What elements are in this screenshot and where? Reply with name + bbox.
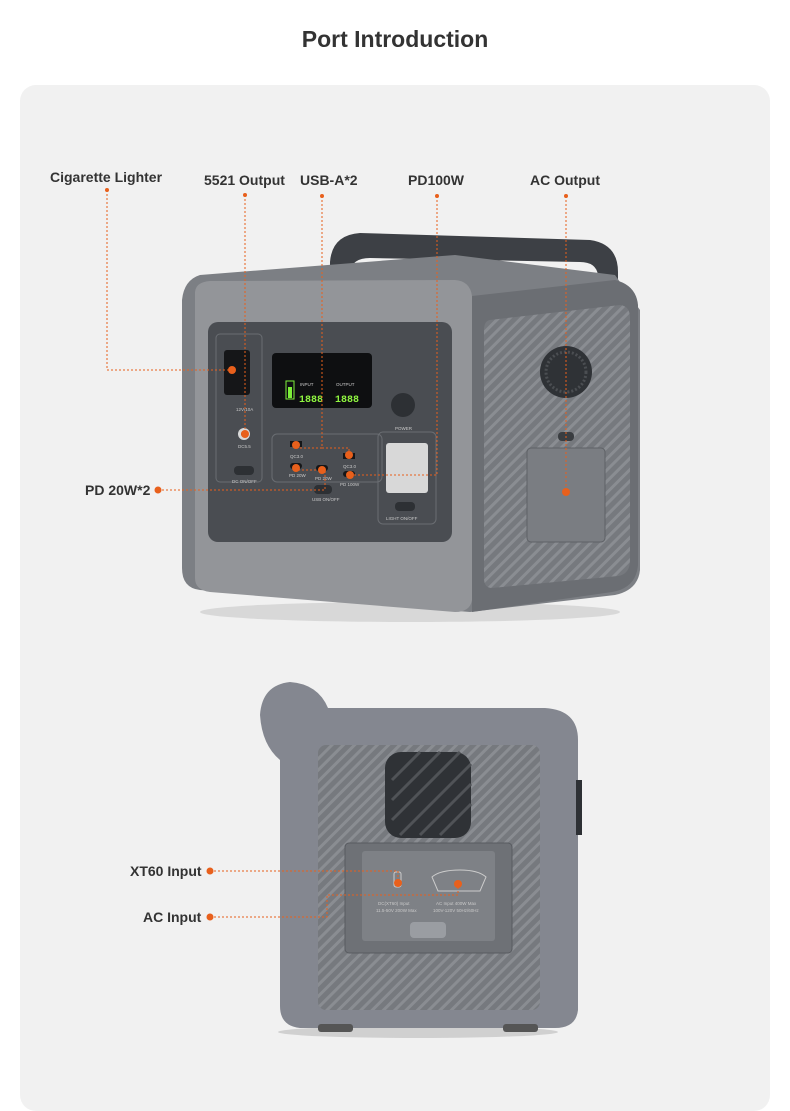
qc-label-1: QC3.0 xyxy=(290,454,304,459)
power-label: POWER xyxy=(395,426,413,431)
label-pd100w: PD100W xyxy=(408,172,465,188)
label-ac-input: AC Input xyxy=(143,909,202,925)
label-5521-output: 5521 Output xyxy=(204,172,285,188)
qc-label-2: QC3.0 xyxy=(343,464,357,469)
light-switch-label: LIGHT ON/OFF xyxy=(386,516,418,521)
ac-spec-2: 100V-120V 50Hz/60Hz xyxy=(433,908,480,913)
power-button xyxy=(391,393,415,417)
xt60-spec-1: DC(XT60) Input xyxy=(378,901,410,906)
label-pd20w: PD 20W*2 xyxy=(85,482,151,498)
dc-label: DC5.5 xyxy=(238,444,251,449)
lcd-output-digits: 1888 xyxy=(335,395,359,406)
marker-dots xyxy=(105,188,570,921)
led-light xyxy=(386,443,428,493)
pd100-label: PD 100W xyxy=(340,482,360,487)
usb-switch-label: USB ON/OFF xyxy=(312,497,340,502)
cig-label: 12V/10A xyxy=(236,407,253,412)
lcd-output-label: OUTPUT xyxy=(336,382,355,387)
side-vent xyxy=(484,305,630,588)
label-ac-output: AC Output xyxy=(530,172,600,188)
lcd-input-label: INPUT xyxy=(300,382,314,387)
handle xyxy=(330,233,618,300)
pd20-label-1: PD 20W xyxy=(289,473,307,478)
label-cigarette-lighter: Cigarette Lighter xyxy=(50,169,163,185)
label-xt60-input: XT60 Input xyxy=(130,863,202,879)
power-station-side: DC(XT60) Input 11.5-50V 200W Max AC Inpu… xyxy=(260,682,582,1038)
xt60-spec-2: 11.5-50V 200W Max xyxy=(376,908,417,913)
fan-grille xyxy=(385,752,471,838)
power-station-front: INPUT OUTPUT 1888 1888 POWER QC3.0 QC3.0… xyxy=(182,233,640,622)
pd20-label-2: PD 20W xyxy=(315,476,333,481)
ac-spec-1: AC Input 400W Max xyxy=(436,901,477,906)
label-usb-a: USB-A*2 xyxy=(300,172,358,188)
lcd-input-digits: 1888 xyxy=(299,395,323,406)
cigarette-lighter-port xyxy=(224,350,250,395)
page-title: Port Introduction xyxy=(301,26,489,52)
dc-switch-label: DC ON/OFF xyxy=(232,479,257,484)
leader-lines xyxy=(106,190,567,918)
